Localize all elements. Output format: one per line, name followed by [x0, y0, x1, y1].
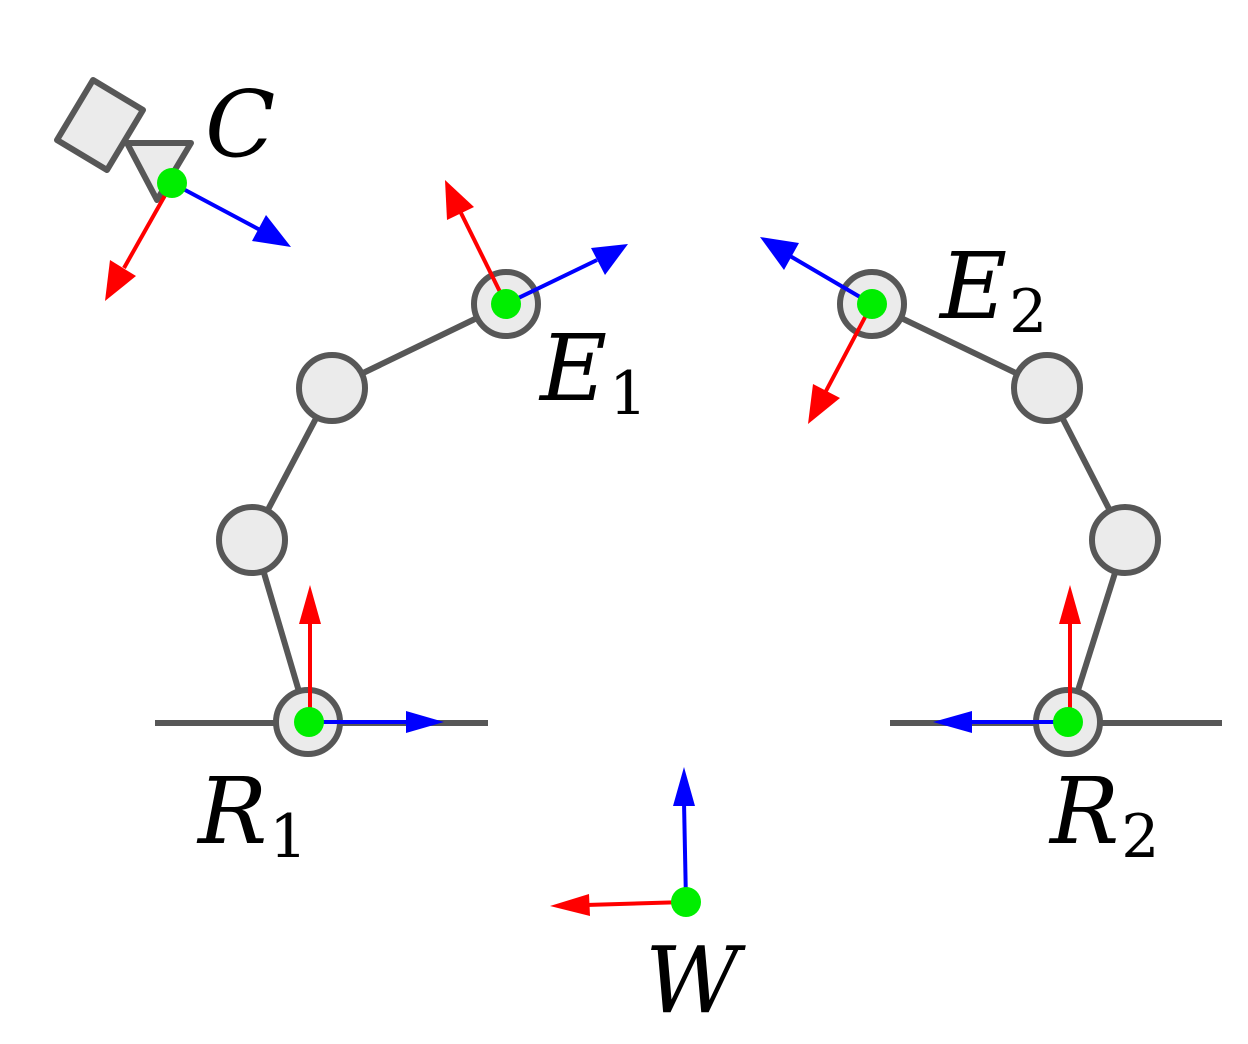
camera-x-axis	[122, 182, 174, 269]
joint-right-1	[1089, 504, 1161, 576]
frame-e2	[760, 237, 887, 424]
frame-r2	[933, 585, 1083, 737]
e1-z-axis	[505, 258, 598, 306]
label-world: W	[645, 927, 746, 1034]
e2-z-axis	[788, 254, 874, 306]
r1-z-arrowhead	[406, 711, 444, 733]
joint-left-1	[216, 504, 288, 576]
e1-z-arrowhead	[591, 244, 628, 275]
joint-right-2	[1011, 352, 1083, 424]
label-e1-main: E	[538, 315, 607, 422]
r1-x-arrowhead	[299, 585, 321, 624]
e2-x-arrowhead	[808, 384, 840, 424]
label-e1: E1	[538, 315, 647, 429]
label-r1-sub: 1	[269, 802, 307, 872]
camera-z-axis	[171, 181, 263, 233]
label-r2: R2	[1048, 758, 1159, 872]
label-r1-main: R	[196, 758, 267, 865]
joint-left-2	[296, 352, 368, 424]
world-origin	[671, 887, 701, 917]
e1-x-axis	[459, 212, 508, 305]
camera-body	[54, 77, 146, 173]
frame-camera	[105, 168, 291, 301]
r2-z-arrowhead	[933, 711, 972, 733]
e1-origin	[491, 289, 521, 319]
r2-origin	[1053, 707, 1083, 737]
world-x-arrowhead	[550, 894, 590, 916]
frame-e1	[445, 180, 628, 319]
label-e2-sub: 2	[1009, 277, 1047, 347]
label-camera: C	[205, 71, 275, 178]
world-z-axis	[682, 801, 688, 903]
label-r2-main: R	[1048, 758, 1119, 865]
frame-r1	[294, 585, 444, 737]
camera-x-arrowhead	[105, 260, 136, 301]
frame-world	[550, 767, 701, 917]
robot-arm-left	[155, 269, 541, 757]
e2-origin	[857, 289, 887, 319]
r1-origin	[294, 707, 324, 737]
camera-z-arrowhead	[252, 215, 291, 247]
world-z-arrowhead	[673, 767, 695, 806]
label-r2-sub: 2	[1121, 802, 1159, 872]
e2-z-arrowhead	[760, 237, 799, 270]
label-e2-main: E	[938, 233, 1007, 340]
e1-x-arrowhead	[445, 180, 474, 220]
camera-origin	[157, 168, 187, 198]
e2-x-axis	[824, 303, 874, 392]
label-e2: E2	[938, 233, 1047, 347]
r2-x-arrowhead	[1059, 585, 1081, 624]
label-e1-sub: 1	[609, 359, 647, 429]
world-x-axis	[585, 900, 687, 907]
label-r1: R1	[196, 758, 307, 872]
